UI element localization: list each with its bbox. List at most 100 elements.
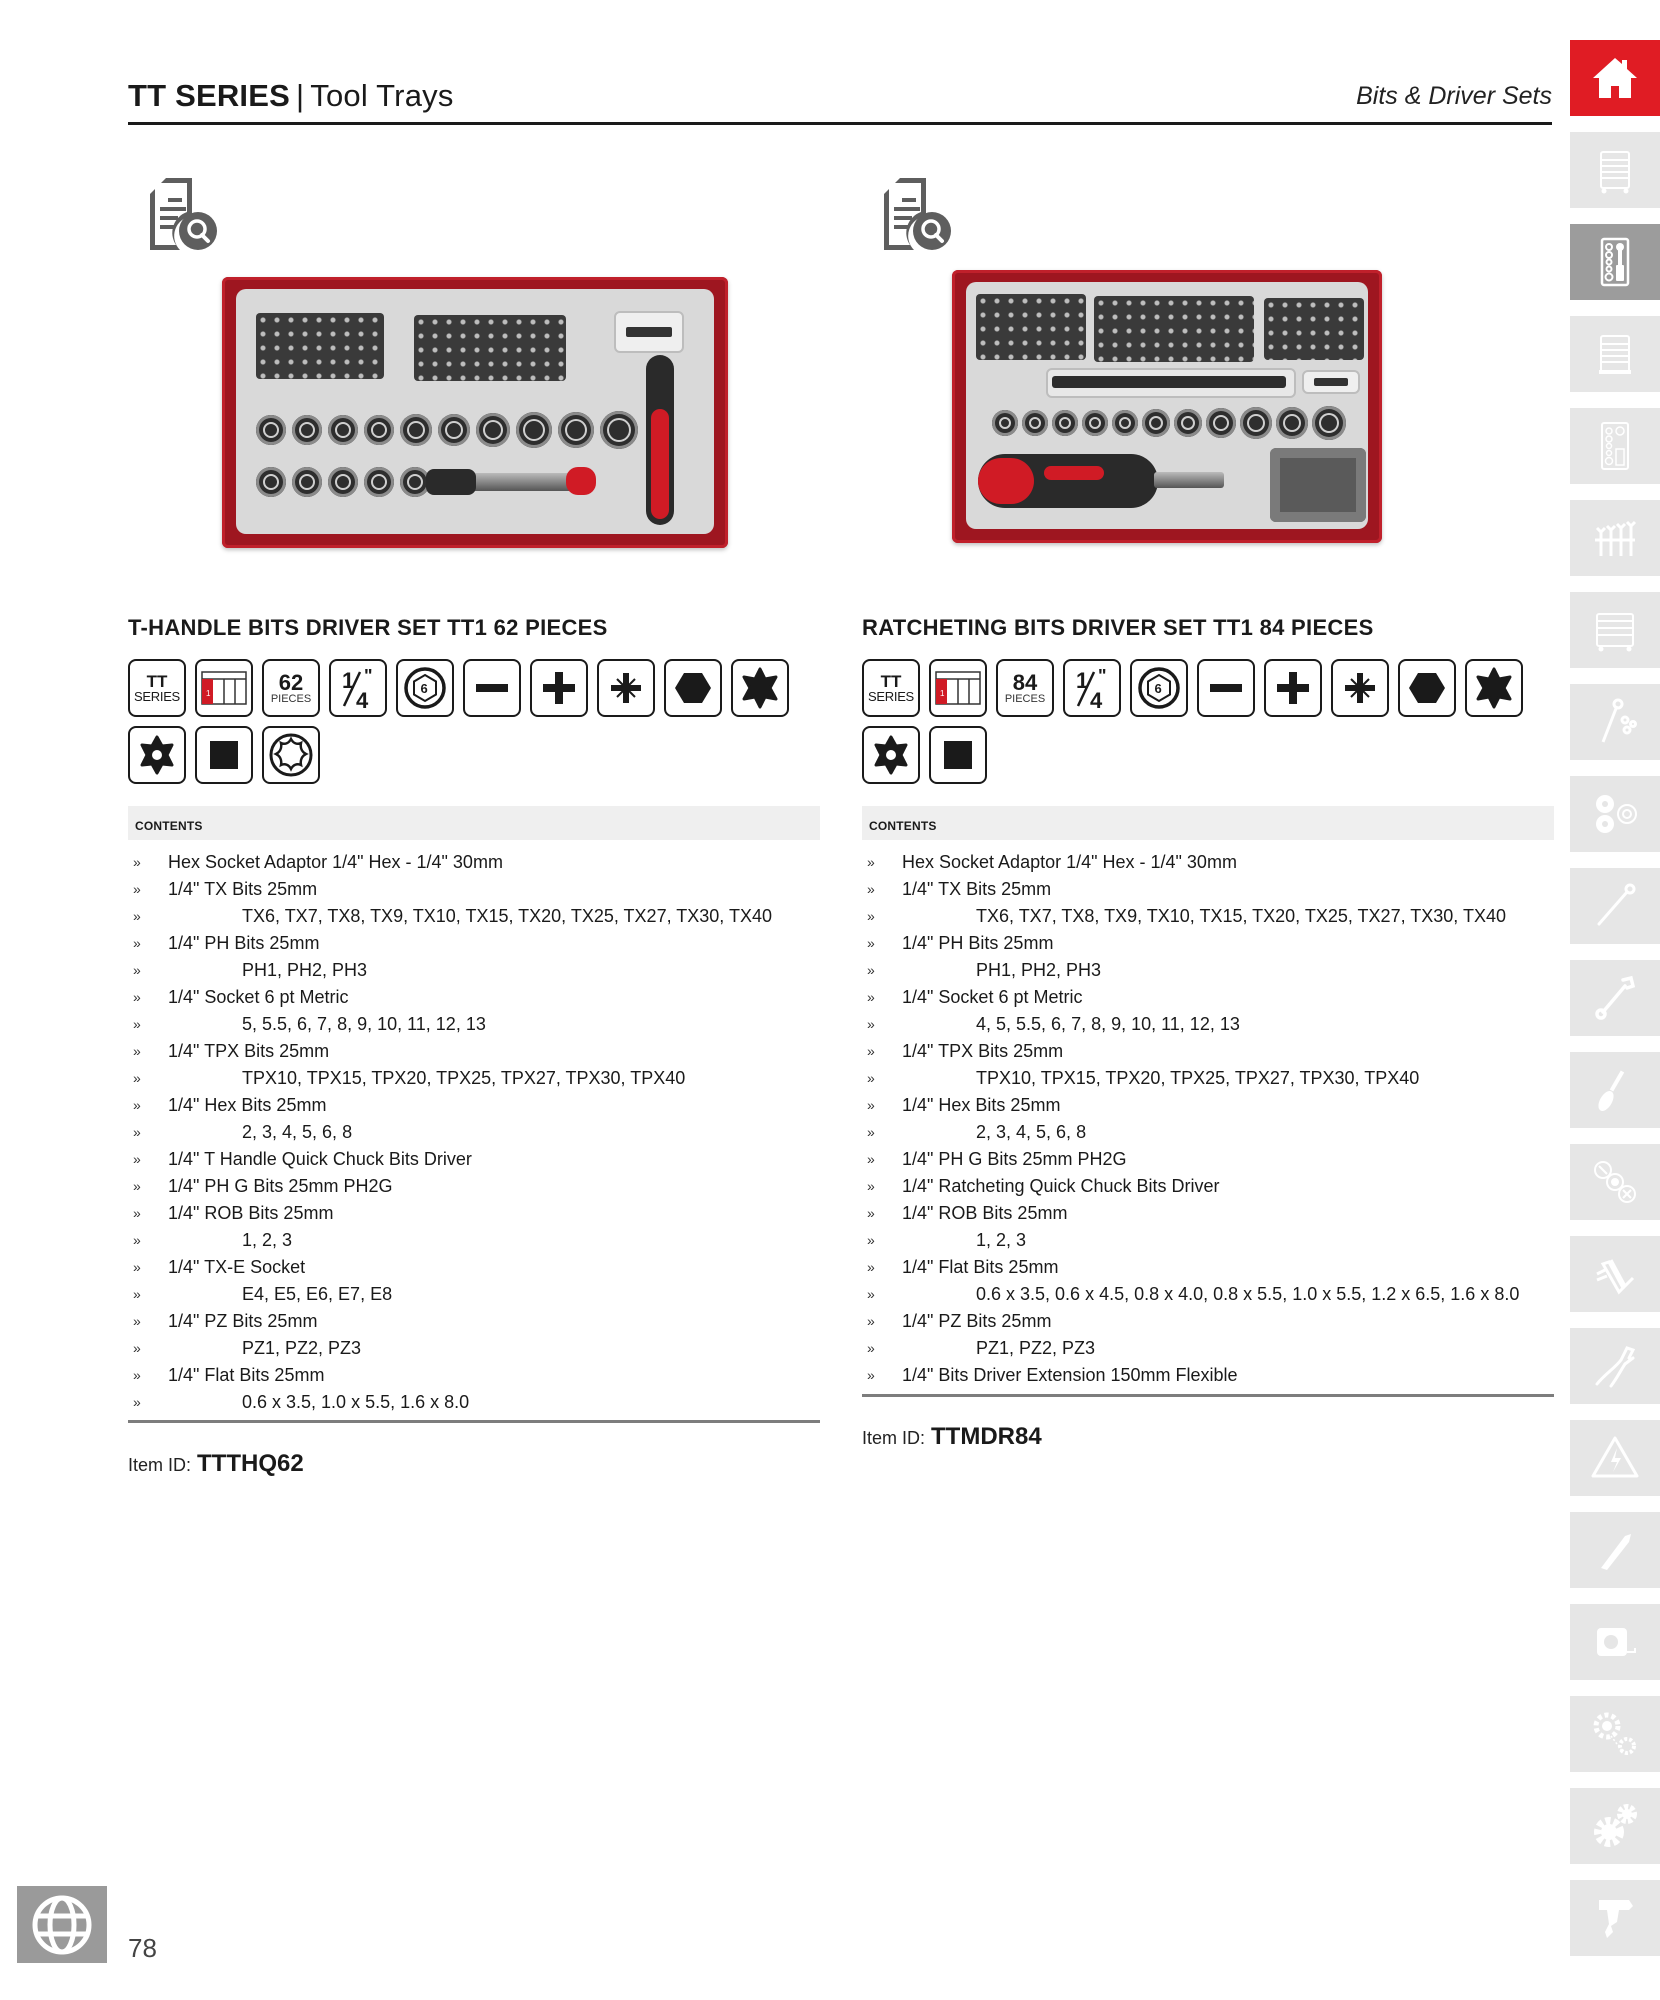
- bullet-chevron-icon: »: [133, 1232, 141, 1248]
- contents-item-text: PZ1, PZ2, PZ3: [976, 1338, 1096, 1358]
- contents-item-text: 1/4" PZ Bits 25mm: [168, 1311, 318, 1331]
- sidebar-item-bits[interactable]: [1570, 1144, 1660, 1220]
- phillips-icon: [530, 659, 588, 717]
- document-search-icon[interactable]: [870, 170, 956, 254]
- sidebar-item-home[interactable]: [1570, 40, 1660, 116]
- sidebar-item-screwdriver[interactable]: [1570, 1052, 1660, 1128]
- bullet-chevron-icon: »: [133, 1151, 141, 1167]
- contents-item-text: TPX10, TPX15, TPX20, TPX25, TPX27, TPX30…: [976, 1068, 1420, 1088]
- bullet-chevron-icon: »: [133, 1070, 141, 1086]
- contents-item: »1/4" TX-E Socket: [128, 1254, 820, 1281]
- svg-text:1: 1: [206, 689, 211, 698]
- contents-item-text: 1/4" TX Bits 25mm: [902, 879, 1052, 899]
- bullet-chevron-icon: »: [867, 1097, 875, 1113]
- torx-e-socket-icon: [262, 726, 320, 784]
- sidebar-item-sockets[interactable]: [1570, 776, 1660, 852]
- document-search-icon[interactable]: [136, 170, 222, 254]
- contents-item: »PH1, PH2, PH3: [128, 957, 820, 984]
- bullet-chevron-icon: »: [133, 854, 141, 870]
- contents-item: »4, 5, 5.5, 6, 7, 8, 9, 10, 11, 12, 13: [862, 1011, 1554, 1038]
- sidebar-item-roller-cabinet[interactable]: [1570, 316, 1660, 392]
- ratchet-socket-icon: [1601, 698, 1637, 743]
- contents-item-text: PH1, PH2, PH3: [242, 960, 368, 980]
- sidebar-item-workstation[interactable]: [1570, 592, 1660, 668]
- sidebar-item-pliers[interactable]: [1570, 1328, 1660, 1404]
- svg-text:1: 1: [342, 668, 354, 693]
- torx-icon: [731, 659, 789, 717]
- contents-item: »1/4" Bits Driver Extension 150mm Flexib…: [862, 1362, 1554, 1389]
- contents-item: »1/4" Socket 6 pt Metric: [862, 984, 1554, 1011]
- header-divider: [128, 122, 1552, 125]
- tray-size-icon: 1: [929, 659, 987, 717]
- phillips-icon: [1264, 659, 1322, 717]
- contents-item-text: 1, 2, 3: [242, 1230, 293, 1250]
- contents-item: »1/4" TPX Bits 25mm: [128, 1038, 820, 1065]
- sidebar-item-tool-chest[interactable]: [1570, 132, 1660, 208]
- contents-item-text: 1/4" TX Bits 25mm: [168, 879, 318, 899]
- bullet-chevron-icon: »: [133, 1286, 141, 1302]
- sidebar-item-socket-driver-tray[interactable]: [1570, 224, 1660, 300]
- contents-item-text: PH1, PH2, PH3: [976, 960, 1102, 980]
- bullet-chevron-icon: »: [133, 935, 141, 951]
- gears-icon: [1594, 1804, 1637, 1847]
- website-link-button[interactable]: [17, 1886, 107, 1963]
- bullet-chevron-icon: »: [133, 1097, 141, 1113]
- sidebar-item-electrical-hazard[interactable]: [1570, 1420, 1660, 1496]
- contents-item-text: 1/4" T Handle Quick Chuck Bits Driver: [168, 1149, 472, 1169]
- contents-item-text: 1/4" TPX Bits 25mm: [168, 1041, 330, 1061]
- product-image-t-handle-set: [222, 277, 728, 548]
- sidebar-item-knife[interactable]: [1570, 1512, 1660, 1588]
- knife-icon: [1601, 1534, 1631, 1570]
- contents-item-text: 1, 2, 3: [976, 1230, 1027, 1250]
- bullet-chevron-icon: »: [867, 1313, 875, 1329]
- contents-item-text: PZ1, PZ2, PZ3: [242, 1338, 362, 1358]
- sidebar-item-chain-gear[interactable]: [1570, 1696, 1660, 1772]
- contents-item: » Hex Socket Adaptor 1/4" Hex - 1/4" 30mm: [128, 849, 820, 876]
- quarter-inch-drive-icon: 1"4: [1063, 659, 1121, 717]
- torx-icon: [1465, 659, 1523, 717]
- svg-text:4: 4: [1090, 688, 1103, 710]
- bullet-chevron-icon: »: [867, 1259, 875, 1275]
- contents-item-text: 5, 5.5, 6, 7, 8, 9, 10, 11, 12, 13: [242, 1014, 486, 1034]
- contents-item: » 1, 2, 3: [128, 1227, 820, 1254]
- contents-item: » 1/4" T Handle Quick Chuck Bits Driver: [128, 1146, 820, 1173]
- svg-text:": ": [364, 666, 373, 686]
- sidebar-item-power-tool[interactable]: [1570, 1880, 1660, 1956]
- item-id-value: TTMDR84: [931, 1423, 1042, 1450]
- screwdriver-icon: [1598, 1070, 1625, 1111]
- bullet-chevron-icon: »: [867, 1286, 875, 1302]
- sidebar-item-hex-key[interactable]: [1570, 1236, 1660, 1312]
- hex-socket-6pt-icon: 6: [1130, 659, 1188, 717]
- contents-item: »Hex Socket Adaptor 1/4" Hex - 1/4" 30mm: [862, 849, 1554, 876]
- contents-item: »1/4" ROB Bits 25mm: [862, 1200, 1554, 1227]
- sidebar-item-ratchet-socket[interactable]: [1570, 684, 1660, 760]
- bullet-chevron-icon: »: [133, 1340, 141, 1356]
- item-id: Item ID:TTMDR84: [862, 1423, 1042, 1451]
- bullet-chevron-icon: »: [133, 1259, 141, 1275]
- contents-item: »1/4" PH G Bits 25mm PH2G: [862, 1146, 1554, 1173]
- contents-item-text: 1/4" PH G Bits 25mm PH2G: [168, 1176, 393, 1196]
- sidebar-item-wrench-set[interactable]: [1570, 500, 1660, 576]
- contents-item: »1/4" PH Bits 25mm: [128, 930, 820, 957]
- bullet-chevron-icon: »: [867, 1151, 875, 1167]
- svg-text:6: 6: [421, 681, 428, 696]
- bullet-chevron-icon: »: [133, 1178, 141, 1194]
- contents-item-text: Hex Socket Adaptor 1/4" Hex - 1/4" 30mm: [168, 852, 503, 872]
- sidebar-item-spanner[interactable]: [1570, 960, 1660, 1036]
- contents-item: »1/4" TPX Bits 25mm: [862, 1038, 1554, 1065]
- sidebar-item-socket-driver-tray-outline[interactable]: [1570, 408, 1660, 484]
- bullet-chevron-icon: »: [867, 935, 875, 951]
- bullet-chevron-icon: »: [867, 881, 875, 897]
- contents-item: »1/4" TX Bits 25mm: [128, 876, 820, 903]
- pozidriv-icon: [1331, 659, 1389, 717]
- sidebar-item-gears[interactable]: [1570, 1788, 1660, 1864]
- svg-text:6: 6: [1155, 681, 1162, 696]
- bullet-chevron-icon: »: [867, 1016, 875, 1032]
- bullet-chevron-icon: »: [133, 989, 141, 1005]
- sidebar-item-torque-wrench[interactable]: [1570, 868, 1660, 944]
- sidebar-item-tape-measure[interactable]: [1570, 1604, 1660, 1680]
- sockets-icon: [1596, 795, 1637, 833]
